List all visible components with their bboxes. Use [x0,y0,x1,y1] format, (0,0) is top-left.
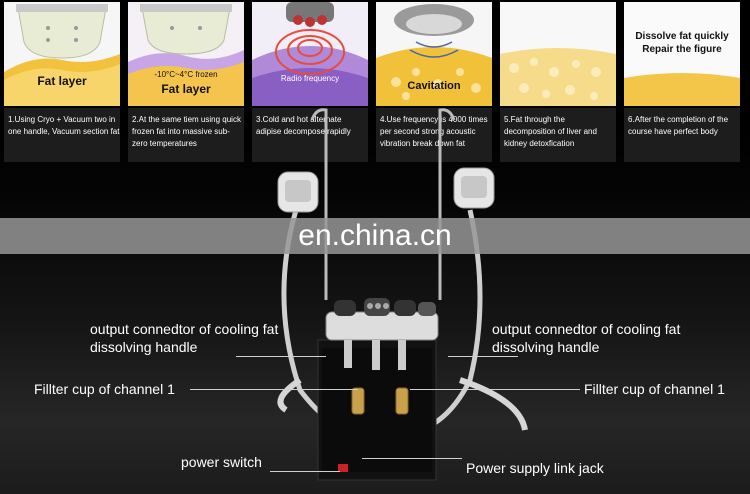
step-panel-2: -10°C~4°C frozen Fat layer 2.At the same… [128,2,244,162]
step-6-illustration: Dissolve fat quickly Repair the figure [624,2,740,106]
step-4-illustration: Cavitation [376,2,492,106]
callout-line-power-jack [362,458,462,459]
callout-line-cooling-right [448,356,518,357]
step-panel-5: 5.Fat through the decomposition of liver… [500,2,616,162]
label-cooling-connector-left: output connedtor of cooling fat dissolvi… [90,321,279,355]
label-power-supply-jack: Power supply link jack [466,460,604,476]
step-1-image-text: Fat layer [37,74,87,88]
label-power-switch: power switch [181,454,262,470]
step-2-caption: 2.At the same tiem using quick frozen fa… [128,108,244,162]
callout-line-filter-left [190,389,358,390]
step-3-caption: 3.Cold and hot alternate adipise decompo… [252,108,368,162]
step-3-illustration: Radio frequency [252,2,368,106]
step-panel-1: Fat layer 1.Using Cryo + Vacuum two in o… [4,2,120,162]
step-2-illustration: -10°C~4°C frozen Fat layer [128,2,244,106]
step-1-caption: 1.Using Cryo + Vacuum two in one handle,… [4,108,120,162]
step-4-caption: 4.Use frequency is 4000 times per second… [376,108,492,162]
step-panel-6: Dissolve fat quickly Repair the figure 6… [624,2,740,162]
step-5-illustration [500,2,616,106]
label-filter-cup-right: Fillter cup of channel 1 [584,381,725,397]
callout-line-cooling-left [236,356,326,357]
label-cooling-connector-right: output connedtor of cooling fat dissolvi… [492,321,681,355]
step-2-image-subtext: -10°C~4°C frozen [154,70,218,79]
step-4-image-text: Cavitation [407,80,461,92]
step-6-image-text: Dissolve fat quickly Repair the figure [635,31,729,55]
label-filter-cup-left: Fillter cup of channel 1 [34,381,175,397]
callout-line-filter-right [410,389,580,390]
step-3-image-text: Radio frequency [280,74,340,83]
callout-line-power-switch [270,471,340,472]
step-5-caption: 5.Fat through the decomposition of liver… [500,108,616,162]
step-1-illustration: Fat layer [4,2,120,106]
step-panel-3: Radio frequency 3.Cold and hot alternate… [252,2,368,162]
process-panels: Fat layer 1.Using Cryo + Vacuum two in o… [4,2,748,162]
watermark-text: en.china.cn [298,219,452,252]
step-2-image-text: Fat layer [161,82,211,96]
watermark-band [0,218,750,254]
step-panel-4: Cavitation 4.Use frequency is 4000 times… [376,2,492,162]
step-6-caption: 6.After the completion of the course hav… [624,108,740,162]
